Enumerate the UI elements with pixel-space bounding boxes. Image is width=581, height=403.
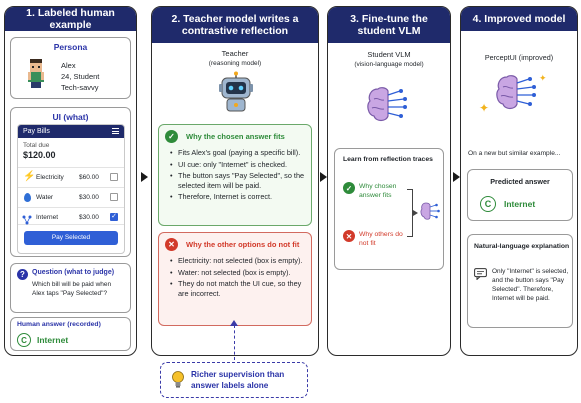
bill-name: Electricity [36, 174, 64, 181]
dashed-connector [234, 325, 235, 360]
merge-arrow [413, 210, 418, 216]
persona-name: Alex [61, 61, 76, 70]
why-fits-list: Fits Alex's goal (paying a specific bill… [169, 148, 307, 204]
reason-item: Fits Alex's goal (paying a specific bill… [169, 148, 307, 158]
total-label: Total due [23, 142, 50, 149]
why-not-trace: Why others do not fit [359, 231, 403, 247]
chat-bubble-icon [474, 267, 487, 285]
brain-chip-icon [364, 83, 416, 130]
persona-card: Persona Alex 24, Student Tech-savvy [10, 37, 131, 99]
why-not-box: ✕ Why the other options do not fit Elect… [158, 232, 312, 326]
panel-improved-model: 4. Improved model PerceptUI (improved) ✦… [460, 6, 578, 356]
lightbulb-icon [171, 370, 185, 395]
bill-amount: $60.00 [79, 174, 99, 181]
reason-item: Water: not selected (box is empty). [169, 268, 307, 278]
question-icon: ? [17, 269, 28, 280]
panel-finetune-student: 3. Fine-tune the student VLM Student VLM… [327, 6, 451, 356]
robot-icon [216, 71, 256, 113]
avatar [25, 58, 47, 90]
panel1-header: 1. Labeled human example [5, 7, 136, 31]
callout-box: Richer supervision than answer labels al… [160, 362, 308, 398]
predicted-letter-badge: C [480, 196, 496, 212]
question-card: ? Question (what to judge) Which bill wi… [10, 263, 131, 313]
bill-amount: $30.00 [79, 214, 99, 221]
persona-trait: Tech-savvy [61, 83, 99, 92]
mini-brain-icon [419, 201, 441, 226]
why-not-list: Electricity: not selected (box is empty)… [169, 256, 307, 300]
bill-row-electricity[interactable]: ⚡ Electricity $60.00 [18, 167, 124, 185]
teacher-label: Teacher [221, 49, 249, 58]
persona-title: Persona [53, 42, 88, 52]
explanation-text: Only "Internet" is selected, and the but… [492, 268, 569, 302]
ui-card: UI (what) Pay Bills Total due $120.00 ⚡ … [10, 107, 131, 257]
panel-teacher-reflection: 2. Teacher model writes a contrastive re… [151, 6, 319, 356]
why-not-title: Why the other options do not fit [186, 240, 300, 249]
question-title: Question (what to judge) [32, 269, 115, 276]
callout-text: Richer supervision than answer labels al… [191, 370, 285, 390]
question-text: Which bill will be paid when Alex taps "… [32, 281, 112, 297]
why-fits-title: Why the chosen answer fits [186, 132, 285, 141]
x-circle-icon: ✕ [165, 238, 178, 251]
flow-arrow-2 [320, 172, 327, 182]
svg-text:✦: ✦ [539, 73, 547, 83]
answer-title: Human answer (recorded) [17, 321, 101, 328]
answer-card: Human answer (recorded) C Internet [10, 317, 131, 351]
bill-checkbox-checked[interactable]: ✓ [110, 213, 118, 221]
explanation-box: Natural-language explanation Only "Inter… [467, 234, 573, 328]
why-fits-box: ✓ Why the chosen answer fits Fits Alex's… [158, 124, 312, 226]
bill-amount: $30.00 [79, 194, 99, 201]
reason-item: Electricity: not selected (box is empty)… [169, 256, 307, 266]
lightning-icon: ⚡ [23, 171, 36, 182]
panel-labeled-example: 1. Labeled human example Persona Alex 24… [4, 6, 137, 356]
answer-text: Internet [37, 335, 69, 345]
persona-details: Alex 24, Student Tech-savvy [61, 60, 99, 93]
reason-item: Therefore, Internet is correct. [169, 192, 307, 202]
learn-traces-box: Learn from reflection traces ✓ Why chose… [334, 148, 444, 270]
menu-icon[interactable] [112, 128, 119, 134]
predicted-title: Predicted answer [490, 177, 550, 186]
bill-row-internet[interactable]: Internet $30.00 ✓ [18, 207, 124, 225]
panel2-header: 2. Teacher model writes a contrastive re… [152, 7, 318, 43]
explanation-title: Natural-language explanation [474, 243, 570, 250]
check-circle-icon: ✓ [343, 182, 355, 194]
network-icon [22, 212, 32, 230]
app-title: Pay Bills [23, 128, 50, 135]
persona-age: 24, Student [61, 72, 100, 81]
bill-name: Internet [36, 214, 59, 221]
bill-row-water[interactable]: Water $30.00 [18, 187, 124, 205]
panel3-header: 3. Fine-tune the student VLM [328, 7, 450, 43]
sparkle-icon: ✦ [479, 101, 490, 115]
student-sublabel: (vision-language model) [354, 61, 424, 68]
panel4-header: 4. Improved model [461, 7, 577, 31]
ui-card-title: UI (what) [52, 112, 89, 122]
model-label: PerceptUI (improved) [484, 53, 554, 62]
merge-bracket [407, 189, 413, 237]
flow-arrow-3 [453, 172, 460, 182]
why-fits-trace: Why chosen answer fits [359, 183, 397, 199]
check-circle-icon: ✓ [165, 130, 178, 143]
app-bar: Pay Bills [18, 125, 124, 138]
answer-letter-badge: C [17, 333, 31, 347]
bill-checkbox[interactable] [110, 193, 118, 201]
x-circle-icon: ✕ [343, 230, 355, 242]
example-text: On a new but similar example... [468, 150, 561, 157]
phone-mockup: Pay Bills Total due $120.00 ⚡ Electricit… [17, 124, 125, 254]
teacher-sublabel: (reasoning model) [208, 60, 262, 67]
predicted-text: Internet [504, 199, 536, 209]
reason-item: They do not match the UI cue, so they ar… [169, 279, 307, 298]
learn-traces-title: Learn from reflection traces [343, 156, 433, 163]
total-value: $120.00 [23, 150, 56, 160]
flow-arrow-1 [141, 172, 148, 182]
connector-arrowhead [230, 320, 238, 326]
predicted-answer-box: Predicted answer C Internet [467, 169, 573, 221]
reason-item: UI cue: only "Internet" is checked. [169, 160, 307, 170]
reason-item: The button says "Pay Selected", so the s… [169, 171, 307, 190]
pay-selected-button[interactable]: Pay Selected [24, 231, 118, 245]
bill-name: Water [36, 194, 54, 201]
improved-brain-icon: ✦ [493, 71, 547, 118]
bill-checkbox[interactable] [110, 173, 118, 181]
student-label: Student VLM [367, 50, 411, 59]
water-drop-icon [24, 193, 31, 202]
